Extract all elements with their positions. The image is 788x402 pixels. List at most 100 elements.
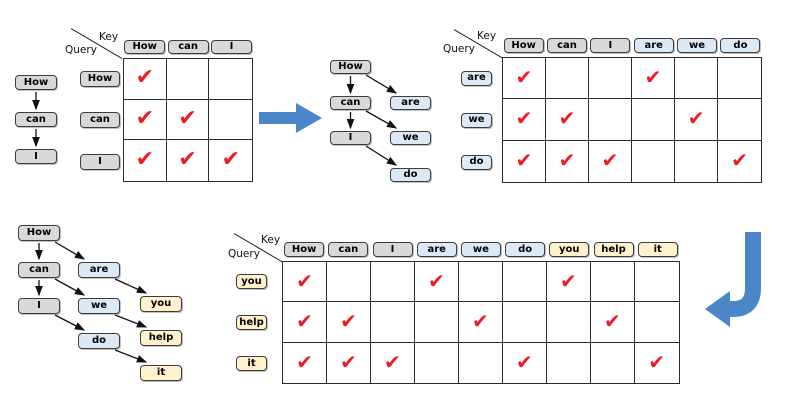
- matrix1-cell-r2c0: ✔: [124, 140, 167, 182]
- matrix2-key-box: are: [633, 38, 674, 53]
- matrix2-cell-r1c3: [632, 99, 676, 141]
- matrix1-key-box: can: [167, 40, 209, 54]
- matrix3-cell-r2c5: ✔: [503, 342, 547, 383]
- matrix3-cell-r1c6: [546, 302, 591, 343]
- matrix1-query-box: I: [80, 153, 120, 170]
- matrix3-key-box-label: we: [472, 243, 489, 255]
- matrix2-cell-r1c0: ✔: [503, 99, 547, 141]
- matrix2-cell-r1c5: [718, 99, 762, 141]
- matrix1-cell-r1c0: ✔: [124, 99, 167, 141]
- chain1-node-label: I: [34, 150, 38, 162]
- chain3-node: How: [18, 225, 60, 241]
- chain3-node: you: [140, 296, 182, 312]
- checkmark-icon: ✔: [135, 105, 155, 131]
- checkmark-icon: ✔: [296, 349, 313, 374]
- chain3-node-label: it: [156, 367, 166, 378]
- chain3-node: we: [78, 298, 120, 314]
- edge-arrow-icon: [114, 349, 148, 363]
- matrix2-cell-r0c5: [718, 58, 762, 100]
- matrix3-key-box-label: are: [427, 243, 446, 255]
- chain3-node-label: we: [90, 300, 108, 311]
- chain1-node-label: How: [23, 76, 49, 88]
- checkmark-icon: ✔: [559, 268, 577, 293]
- chain2-node: How: [330, 60, 371, 74]
- matrix2-cell-r0c3: ✔: [632, 58, 676, 100]
- matrix1-query-box: can: [80, 112, 120, 129]
- checkmark-icon: ✔: [601, 148, 619, 173]
- chain1-node: can: [15, 112, 57, 127]
- chain3-node: help: [140, 330, 182, 346]
- matrix3-cell-r0c6: ✔: [546, 262, 591, 303]
- matrix2-cell-r0c2: [589, 58, 633, 100]
- chain3-node-label: can: [29, 264, 49, 275]
- matrix3-query-box-label: you: [241, 275, 262, 287]
- chain2-node-label: can: [340, 97, 361, 108]
- matrix1-key-box-label: can: [178, 41, 198, 52]
- matrix2-cell-r2c0: ✔: [503, 140, 547, 182]
- chain2-node: are: [390, 96, 431, 110]
- chain1-node: How: [15, 75, 57, 90]
- matrix3-key-box: I: [372, 242, 413, 257]
- flow-arrow-down-left-icon: [705, 232, 761, 327]
- checkmark-icon: ✔: [603, 308, 621, 333]
- checkmark-icon: ✔: [340, 308, 357, 333]
- chain3-node: it: [140, 365, 182, 381]
- edge-arrow-icon: [114, 278, 148, 294]
- chain3-node-label: How: [26, 227, 52, 238]
- matrix2-key-box: I: [590, 38, 631, 53]
- matrix3-cell-r0c5: [502, 262, 547, 303]
- matrix1-cell-r0c2: [209, 59, 253, 100]
- matrix3-key-label: Key: [261, 234, 281, 246]
- matrix2-cell-r0c4: [675, 58, 719, 100]
- chain2-node: I: [330, 131, 371, 145]
- checkmark-icon: ✔: [731, 148, 748, 173]
- matrix3-key-box: help: [593, 242, 634, 257]
- matrix1-query-box: How: [80, 70, 120, 87]
- chain3-node-label: help: [148, 332, 174, 343]
- checkmark-icon: ✔: [558, 106, 576, 131]
- matrix3-key-box: it: [637, 242, 678, 257]
- matrix3-key-box: can: [328, 242, 369, 257]
- matrix2-key-box: How: [503, 38, 544, 53]
- matrix3-cell-r1c5: [502, 302, 547, 343]
- matrix3-cell-r0c4: [458, 262, 503, 303]
- matrix1-query-box-label: can: [90, 114, 110, 126]
- matrix3-cell-r2c7: [591, 342, 635, 383]
- chain3-node-label: I: [37, 300, 41, 311]
- matrix1-cell-r2c2: ✔: [209, 140, 252, 181]
- flow-arrow-right-icon: [259, 103, 322, 133]
- matrix3-query-box-label: help: [239, 316, 264, 328]
- checkmark-icon: ✔: [135, 64, 155, 90]
- matrix2-cell-r1c2: [589, 99, 633, 141]
- checkmark-icon: ✔: [558, 148, 576, 173]
- matrix2-key-box: do: [720, 38, 761, 53]
- matrix2-cell-r0c0: ✔: [503, 58, 547, 100]
- chain2-node: do: [390, 168, 431, 182]
- chain3-edges: [35, 241, 148, 363]
- matrix3-cell-r0c0: ✔: [283, 262, 327, 303]
- matrix1-grid: ✔✔✔✔✔✔: [123, 58, 254, 183]
- checkmark-icon: ✔: [648, 349, 666, 374]
- matrix2-key-box-label: are: [644, 39, 663, 51]
- matrix2-key-box-label: do: [733, 39, 748, 51]
- matrix3-query-box: it: [236, 356, 267, 371]
- matrix3-key-box: you: [549, 242, 590, 257]
- matrix2-key-box-label: How: [511, 39, 536, 51]
- matrix3-cell-r1c4: ✔: [458, 302, 503, 343]
- matrix2-key-label: Key: [477, 30, 497, 42]
- checkmark-icon: ✔: [515, 65, 533, 90]
- matrix2-key-box: we: [677, 38, 718, 53]
- matrix3-cell-r1c2: [370, 302, 415, 343]
- matrix2-cell-r2c3: [632, 140, 676, 182]
- matrix2-cell-r2c2: ✔: [589, 140, 633, 182]
- matrix3-cell-r0c3: ✔: [414, 262, 459, 303]
- matrix1-key-box-label: I: [229, 41, 234, 52]
- matrix2-cell-r2c1: ✔: [546, 140, 590, 182]
- matrix3-cell-r0c1: [326, 262, 371, 303]
- matrix2-grid: ✔✔✔✔✔✔✔✔✔: [502, 57, 763, 183]
- matrix2-cell-r0c1: [546, 58, 590, 100]
- matrix2-key-box-label: can: [557, 39, 577, 51]
- checkmark-icon: ✔: [135, 146, 155, 172]
